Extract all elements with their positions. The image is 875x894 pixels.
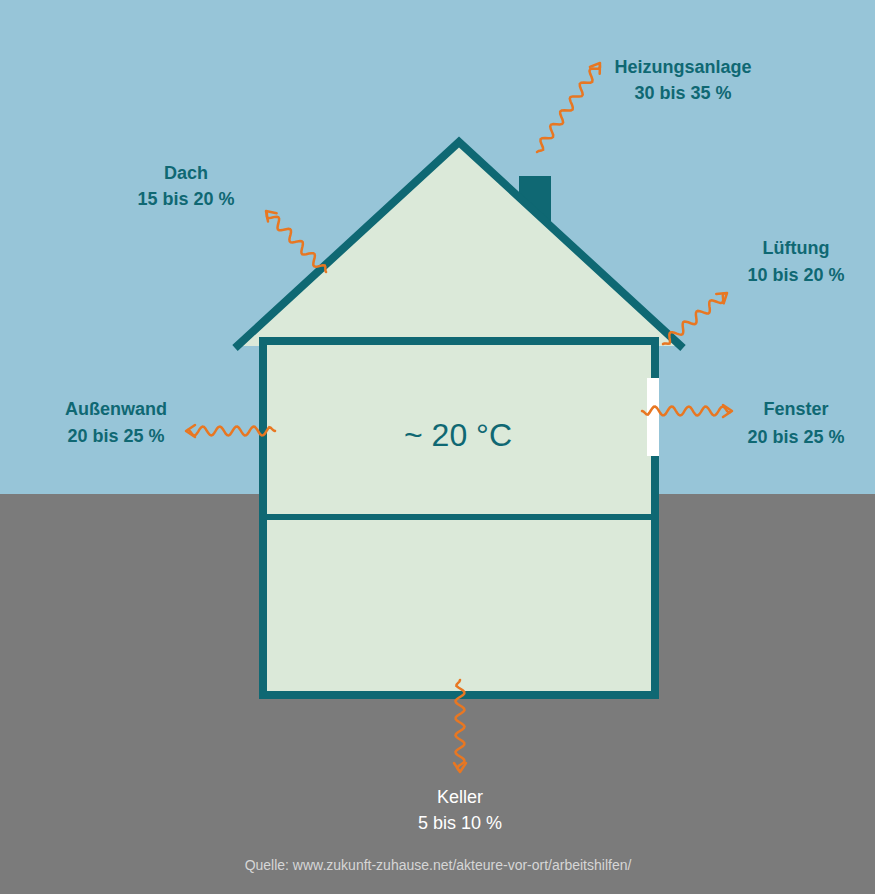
loss-name: Dach: [164, 164, 208, 184]
loss-name: Keller: [437, 788, 483, 808]
floor-slab: [263, 514, 655, 520]
roof-fill: [238, 144, 680, 346]
loss-percent: 20 bis 25 %: [67, 427, 164, 447]
source-caption: Quelle: www.zukunft-zuhause.net/akteure-…: [245, 858, 632, 873]
loss-percent: 20 bis 25 %: [747, 428, 844, 448]
heat-wave: [663, 293, 725, 344]
heat-wave: [537, 65, 600, 152]
heat-wave: [267, 213, 326, 272]
arrow-head: [590, 63, 600, 74]
loss-name: Heizungsanlage: [614, 58, 751, 78]
arrow-head: [716, 293, 727, 303]
roof-outline: [235, 142, 683, 348]
loss-percent: 30 bis 35 %: [634, 84, 731, 104]
heat-loss-arrows: [186, 63, 732, 772]
arrow-head: [186, 425, 195, 437]
loss-name: Außenwand: [65, 400, 167, 420]
loss-name: Lüftung: [763, 239, 830, 259]
sky: [0, 0, 875, 494]
loss-percent: 15 bis 20 %: [137, 190, 234, 210]
house-body: [263, 341, 655, 695]
loss-percent: 5 bis 10 %: [418, 814, 502, 834]
heat-wave: [642, 407, 730, 416]
heat-wave: [188, 427, 275, 436]
loss-name: Fenster: [763, 400, 828, 420]
heat-wave: [456, 680, 465, 770]
room-temperature: ~ 20 °C: [404, 418, 512, 453]
window: [647, 378, 659, 456]
loss-percent: 10 bis 20 %: [747, 266, 844, 286]
arrow-head: [266, 211, 277, 222]
arrow-head: [723, 405, 732, 417]
arrow-head: [454, 763, 466, 772]
